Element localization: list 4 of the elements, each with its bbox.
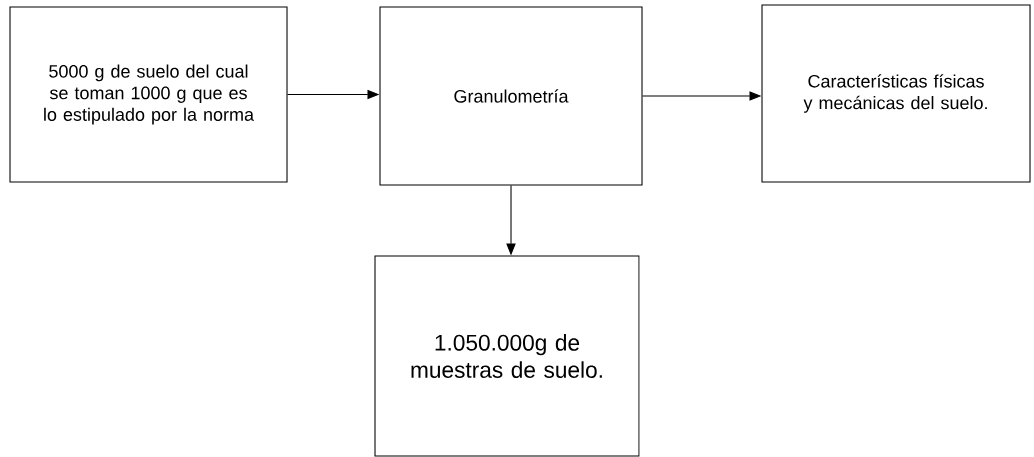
process-box: 1.050.000g de muestras de suelo. bbox=[374, 255, 640, 457]
process-box: Características físicas y mecánicas del suelo. bbox=[761, 4, 1031, 183]
process-box: 5000 g de suelo del cual se toman 1000 g que es lo estipulado por la norma bbox=[9, 6, 288, 183]
process-box: Granulometría bbox=[379, 6, 643, 186]
